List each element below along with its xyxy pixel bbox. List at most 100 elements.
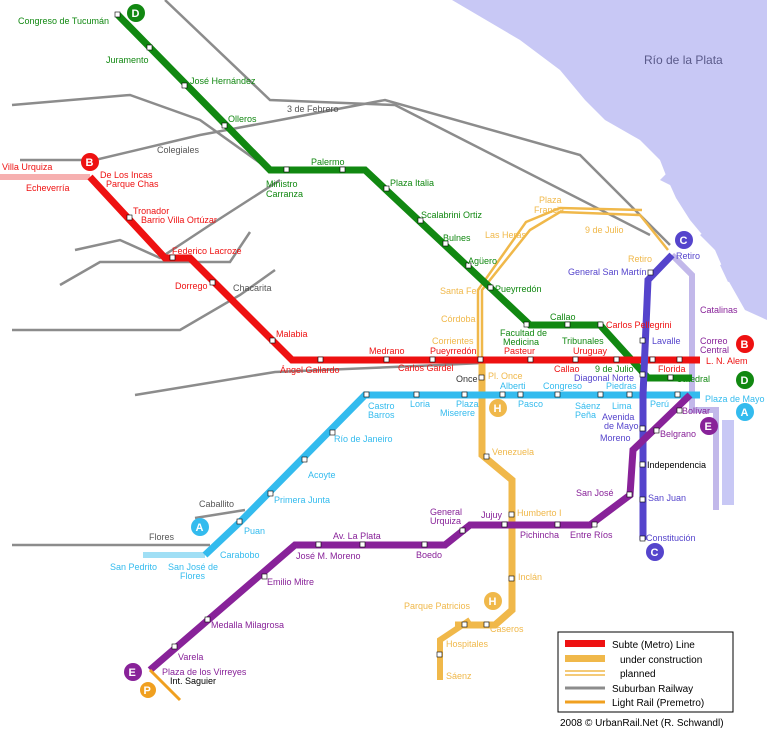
svg-text:Pueyrredón: Pueyrredón [430, 346, 477, 356]
svg-text:San José de: San José de [168, 562, 218, 572]
badge-line-a-west: A [191, 518, 209, 536]
svg-text:Inclán: Inclán [518, 572, 542, 582]
svg-text:Suburban Railway: Suburban Railway [612, 684, 693, 695]
line-premetro [148, 668, 182, 702]
svg-text:Peña: Peña [575, 410, 596, 420]
badge-line-b-east: B [736, 335, 754, 353]
badge-line-c-north: C [675, 231, 693, 249]
svg-text:Medrano: Medrano [369, 346, 405, 356]
svg-text:Carlos Gardel: Carlos Gardel [398, 363, 454, 373]
svg-text:Florida: Florida [658, 364, 686, 374]
svg-text:Jujuy: Jujuy [481, 510, 503, 520]
svg-text:Parque Chas: Parque Chas [106, 179, 159, 189]
badge-line-h-south: H [484, 592, 502, 610]
badge-line-d-north: D [127, 4, 145, 22]
label-correo: Correo [700, 336, 728, 346]
svg-text:José Hernández: José Hernández [190, 76, 256, 86]
planned-lines [0, 174, 719, 558]
line-h [437, 206, 669, 680]
svg-text:Plaza de los Virreyes: Plaza de los Virreyes [162, 667, 247, 677]
svg-text:De Los Incas: De Los Incas [100, 170, 153, 180]
line-c [639, 252, 675, 540]
svg-text:Francia: Francia [534, 205, 564, 215]
badge-premetro: P [140, 682, 156, 698]
credit: 2008 © UrbanRail.Net (R. Schwandl) [560, 718, 724, 729]
svg-text:Santa Fe: Santa Fe [440, 286, 477, 296]
svg-text:Uruguay: Uruguay [573, 346, 608, 356]
svg-text:Catedral: Catedral [676, 374, 710, 384]
label-central: Central [700, 345, 729, 355]
svg-text:Bulnes: Bulnes [443, 233, 471, 243]
svg-text:Emilio Mitre: Emilio Mitre [267, 577, 314, 587]
svg-text:Light Rail (Premetro): Light Rail (Premetro) [612, 698, 704, 709]
svg-text:Scalabrini Ortiz: Scalabrini Ortiz [421, 210, 483, 220]
rio-de-la-plata [452, 0, 767, 320]
svg-text:Echeverría: Echeverría [26, 183, 70, 193]
svg-text:Diagonal Norte: Diagonal Norte [574, 373, 634, 383]
line-b [87, 174, 700, 364]
svg-text:Av. La Plata: Av. La Plata [333, 531, 381, 541]
svg-text:Primera Junta: Primera Junta [274, 495, 330, 505]
badge-line-h-north: H [489, 399, 507, 417]
svg-text:General: General [430, 507, 462, 517]
svg-text:Medalla Milagrosa: Medalla Milagrosa [211, 620, 284, 630]
svg-text:Urquiza: Urquiza [430, 516, 461, 526]
badge-line-e-west: E [124, 663, 142, 681]
svg-text:H: H [494, 403, 502, 415]
svg-text:Loria: Loria [410, 399, 430, 409]
svg-text:Caballito: Caballito [199, 499, 234, 509]
svg-text:Hospitales: Hospitales [446, 639, 489, 649]
svg-text:L. N. Alem: L. N. Alem [706, 356, 748, 366]
svg-text:under construction: under construction [620, 655, 702, 666]
svg-text:Tribunales: Tribunales [562, 336, 604, 346]
svg-text:Varela: Varela [178, 652, 203, 662]
svg-text:Independencia: Independencia [647, 460, 706, 470]
svg-text:planned: planned [620, 669, 656, 680]
svg-text:Plaza de Mayo: Plaza de Mayo [705, 394, 765, 404]
svg-text:Colegiales: Colegiales [157, 145, 200, 155]
svg-text:B: B [86, 157, 94, 169]
badge-line-e-east: E [700, 417, 718, 435]
svg-text:Congreso de Tucumán: Congreso de Tucumán [18, 16, 109, 26]
svg-text:de Mayo: de Mayo [604, 421, 639, 431]
svg-text:Caseros: Caseros [490, 624, 524, 634]
svg-text:C: C [651, 547, 659, 559]
svg-text:Villa Urquiza: Villa Urquiza [2, 162, 52, 172]
svg-text:Barrio Villa Ortúzar: Barrio Villa Ortúzar [141, 215, 217, 225]
label-int-saguier: Int. Saguier [170, 676, 216, 686]
svg-text:Miserere: Miserere [440, 408, 475, 418]
svg-text:San Pedrito: San Pedrito [110, 562, 157, 572]
legend-subte-swatch [565, 640, 605, 647]
svg-text:Las Heras: Las Heras [485, 230, 527, 240]
legend-construction-swatch [565, 655, 605, 662]
svg-text:Venezuela: Venezuela [492, 447, 534, 457]
svg-text:San José: San José [576, 488, 614, 498]
svg-text:Carlos Pellegrini: Carlos Pellegrini [606, 320, 672, 330]
svg-text:E: E [129, 667, 136, 679]
svg-text:Juramento: Juramento [106, 55, 149, 65]
svg-text:Humberto I: Humberto I [517, 508, 562, 518]
svg-text:Córdoba: Córdoba [441, 314, 476, 324]
svg-text:Puan: Puan [244, 526, 265, 536]
line-c-planned [669, 252, 719, 510]
label-catalinas: Catalinas [700, 305, 738, 315]
svg-text:Bolívar: Bolívar [682, 406, 710, 416]
svg-text:Pasteur: Pasteur [504, 346, 535, 356]
svg-text:Facultad de: Facultad de [500, 328, 547, 338]
svg-text:Río de Janeiro: Río de Janeiro [334, 434, 393, 444]
legend-planned-swatch [565, 670, 605, 676]
svg-text:General San Martín: General San Martín [568, 267, 647, 277]
svg-text:Castro: Castro [368, 401, 395, 411]
svg-text:Federico Lacroze: Federico Lacroze [172, 246, 242, 256]
svg-text:Pasco: Pasco [518, 399, 543, 409]
svg-text:Piedras: Piedras [606, 381, 637, 391]
svg-text:D: D [132, 8, 140, 20]
svg-text:Plaza: Plaza [539, 195, 562, 205]
svg-text:Moreno: Moreno [600, 433, 631, 443]
svg-text:Entre Ríos: Entre Ríos [570, 530, 613, 540]
svg-text:Flores: Flores [149, 532, 175, 542]
svg-text:Barros: Barros [368, 410, 395, 420]
svg-text:Tronador: Tronador [133, 206, 169, 216]
svg-text:Dorrego: Dorrego [175, 281, 208, 291]
labels-line-e: Plaza de los Virreyes Varela Medalla Mil… [162, 406, 710, 677]
